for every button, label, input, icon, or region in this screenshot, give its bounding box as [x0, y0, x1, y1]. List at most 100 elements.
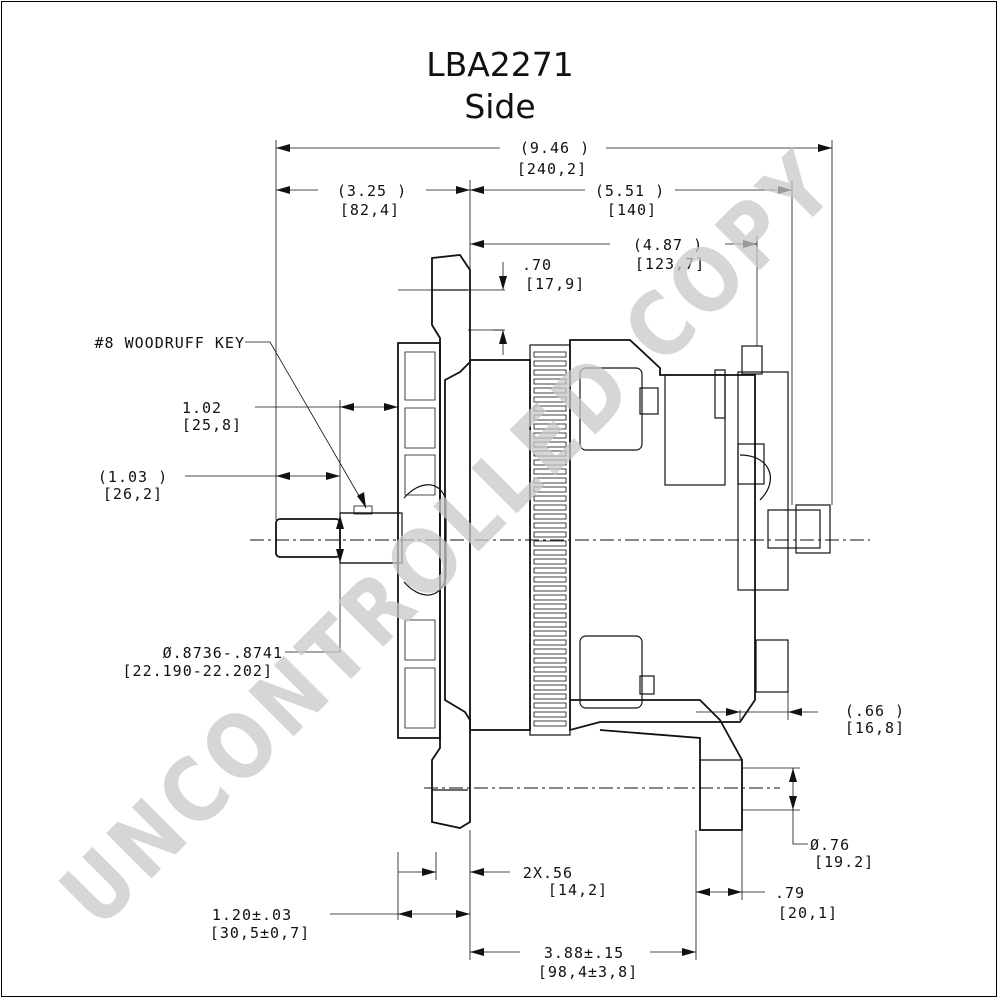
dim-hole-in: Ø.76 — [810, 836, 850, 854]
mount-foot — [570, 699, 743, 831]
stator-fin — [533, 423, 567, 430]
stator-fin — [533, 522, 567, 529]
stator-fin — [533, 351, 567, 358]
dim-span-mm: [98,4±3,8] — [538, 963, 638, 981]
stator-fin — [533, 477, 567, 484]
stator-fin — [533, 513, 567, 520]
arrow-hole — [789, 768, 797, 810]
regulator-plug — [714, 369, 726, 419]
dim-ear-mm: [14,2] — [548, 881, 608, 899]
lower-bolt-boss — [579, 635, 643, 709]
dim-span-in: 3.88±.15 — [544, 944, 624, 962]
stator-fin — [533, 594, 567, 601]
stator-fin — [533, 405, 567, 412]
stator-fins — [533, 351, 567, 727]
stator-fin — [533, 612, 567, 619]
dim-front-mm: [82,4] — [340, 201, 400, 219]
stator-fin — [533, 603, 567, 610]
dim-hole-mm: [19.2] — [814, 853, 874, 871]
dim-flange-mm: [17,9] — [525, 275, 585, 293]
leader-hole-dia — [792, 810, 808, 845]
dim-overall-in: (9.46 ) — [520, 139, 590, 157]
stator-fin — [533, 648, 567, 655]
rear-housing — [569, 339, 756, 732]
dim-shaft-in: (1.03 ) — [98, 468, 168, 486]
arrow-ear — [422, 868, 484, 876]
stator-fin — [533, 621, 567, 628]
stator-fin — [533, 576, 567, 583]
arrow-flange — [499, 276, 507, 344]
dim-foot-mm: [20,1] — [778, 904, 838, 922]
woodruff-key-shape — [353, 505, 373, 515]
dim-flange-in: .70 — [522, 256, 552, 274]
stator-fin — [533, 396, 567, 403]
stator-fin — [533, 360, 567, 367]
stator-fin — [533, 387, 567, 394]
stator-fin — [533, 504, 567, 511]
arrow-shaft-dia — [336, 515, 344, 563]
stator-fin — [533, 378, 567, 385]
dim-shaft-dia-in: Ø.8736-.8741 — [163, 644, 283, 662]
dim-pulley-in: 1.02 — [182, 399, 222, 417]
lower-bolt-head — [639, 675, 655, 695]
dim-front-in: (3.25 ) — [337, 182, 407, 200]
dimension-labels: (9.46 ) [240,2] (3.25 ) [82,4] (5.51 ) [… — [95, 139, 905, 981]
upper-bolt-head — [639, 387, 659, 415]
stator-fin — [533, 495, 567, 502]
arrowheads — [276, 144, 832, 956]
top-terminal — [741, 345, 763, 375]
dim-rear-in: (5.51 ) — [595, 182, 665, 200]
fan-hub — [403, 484, 447, 596]
shaft-end — [275, 518, 341, 558]
dim-front-offset-in: 1.20±.03 — [212, 906, 292, 924]
dim-pulley-mm: [25,8] — [182, 416, 242, 434]
dim-shaft-dia-mm: [22.190-22.202] — [123, 662, 273, 680]
stator-fin — [533, 414, 567, 421]
stator-fin — [533, 693, 567, 700]
leader-shaft-dia — [285, 563, 341, 653]
arrow-foot — [696, 888, 742, 896]
dimension-lines — [185, 140, 833, 960]
output-terminal — [767, 509, 821, 549]
dim-rear-mm: [140] — [607, 201, 657, 219]
stator-fin — [533, 468, 567, 475]
dim-body-in: (4.87 ) — [633, 236, 703, 254]
stator-fin — [533, 450, 567, 457]
stator-fin — [533, 666, 567, 673]
alternator-outline — [275, 254, 831, 831]
leader-woodruff-key — [245, 341, 367, 509]
view-title: Side — [464, 87, 535, 126]
uncontrolled-copy-watermark: UNCONTROLLED COPY — [41, 131, 856, 946]
stator-fin — [533, 711, 567, 718]
arrow-pulley — [340, 403, 398, 411]
arrow-woodruff — [357, 492, 366, 508]
stator-fin — [533, 459, 567, 466]
stator-fin — [533, 657, 567, 664]
stator-fin — [533, 567, 567, 574]
stator-fin — [533, 630, 567, 637]
stator-fin — [533, 441, 567, 448]
stator-fin — [533, 720, 567, 727]
output-stud-nut — [795, 504, 831, 554]
upper-bolt-boss — [579, 367, 643, 451]
dim-foot-in: .79 — [775, 884, 805, 902]
dim-overall-mm: [240,2] — [517, 160, 587, 178]
terminal-cover — [737, 371, 789, 591]
stator-fin — [533, 369, 567, 376]
terminal-wire — [739, 454, 771, 501]
dim-ear-in: 2X.56 — [523, 864, 573, 882]
stator-fin — [533, 531, 567, 538]
stator-fin — [533, 432, 567, 439]
woodruff-key-label: #8 WOODRUFF KEY — [95, 334, 245, 352]
dim-front-offset-mm: [30,5±0,7] — [210, 924, 310, 942]
stator-fin — [533, 540, 567, 547]
arrow-shaft — [276, 472, 340, 480]
stator-fin — [533, 675, 567, 682]
regulator-box — [664, 374, 726, 486]
stator-fin — [533, 486, 567, 493]
dim-terminal-mm: [16,8] — [845, 719, 905, 737]
stator-fin — [533, 684, 567, 691]
diode-connector — [737, 443, 765, 485]
